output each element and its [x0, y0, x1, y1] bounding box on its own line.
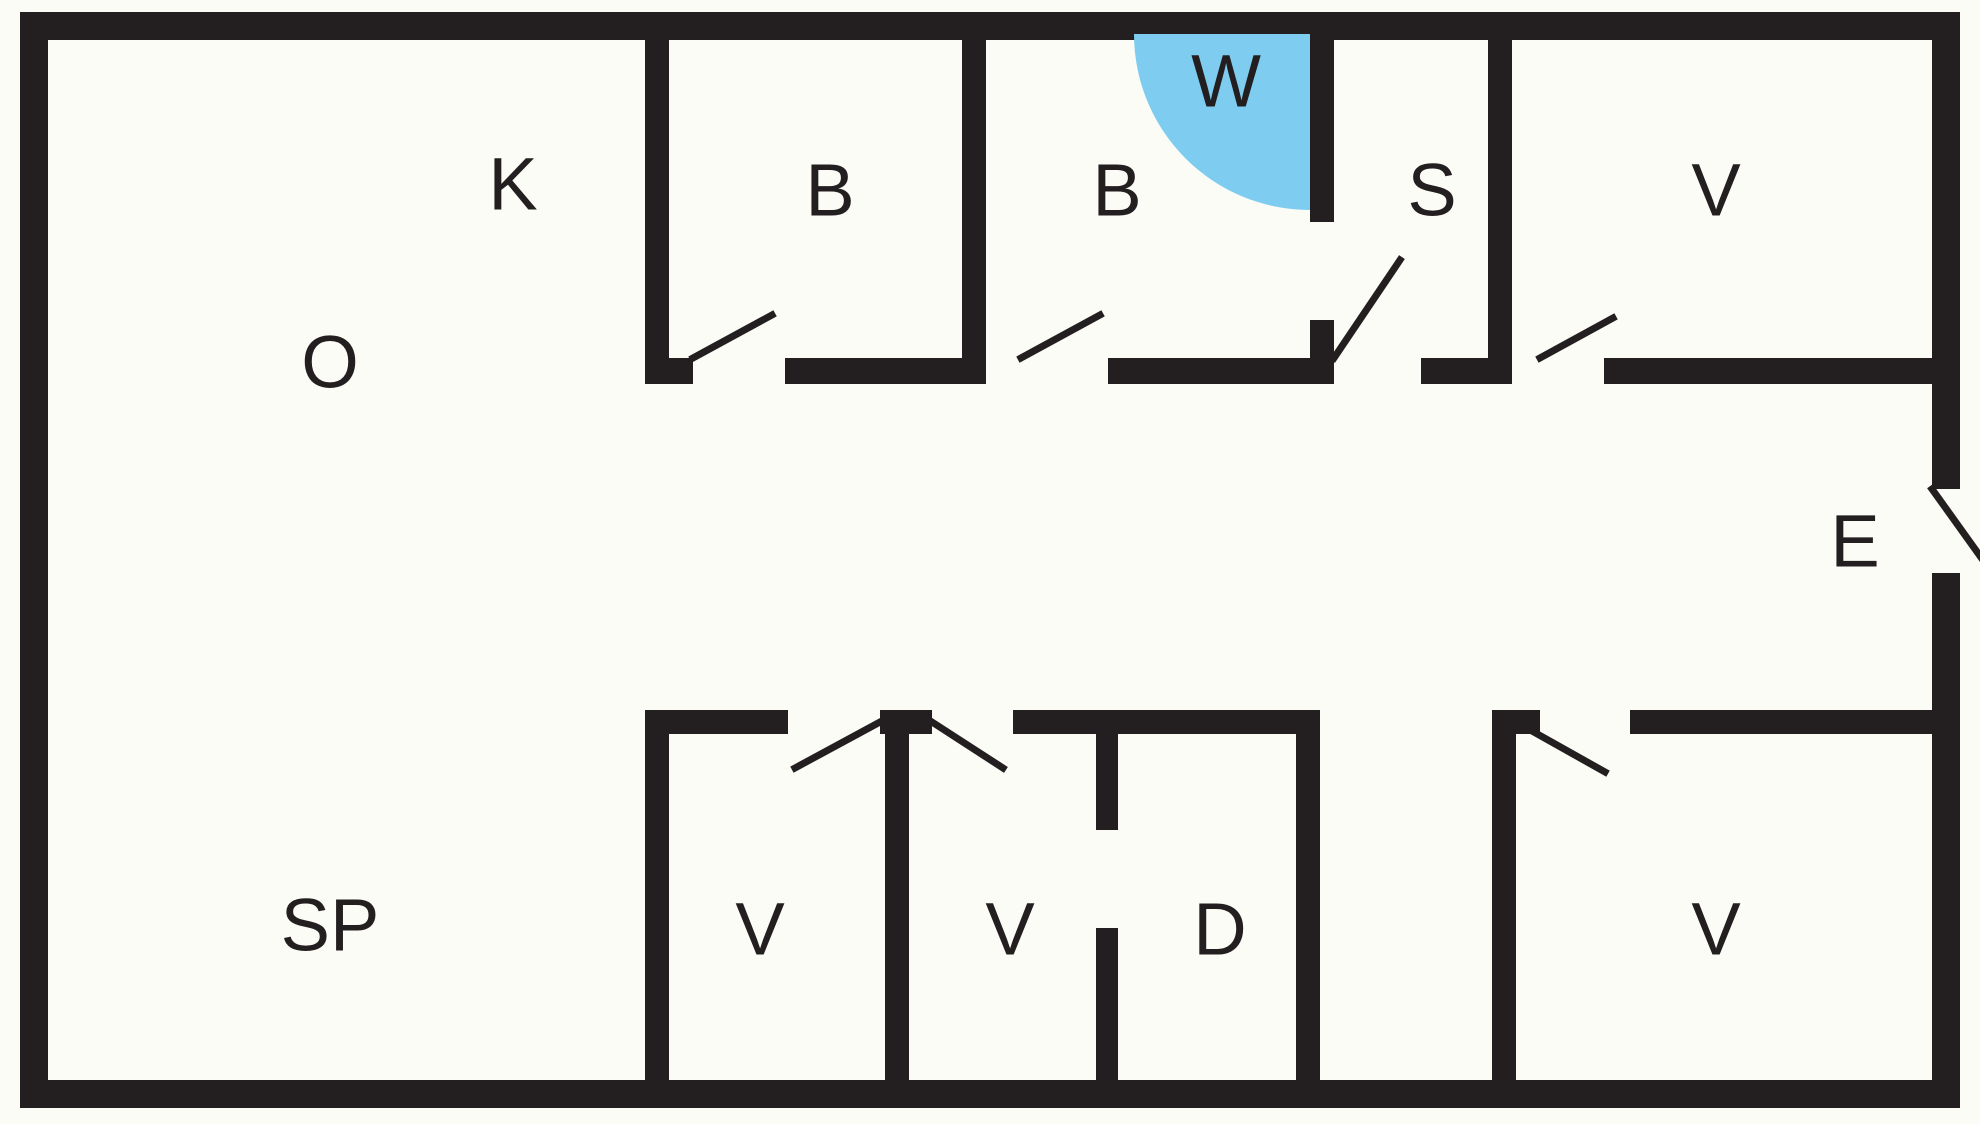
- room-label-v-bottom-right: V: [1691, 888, 1741, 971]
- door-swing-v-bottom-mid: [927, 717, 1008, 773]
- partition-sp-vbl: [645, 710, 669, 1080]
- corridor-wall-seg-3: [1108, 358, 1334, 384]
- corridor-wall-seg-2: [785, 358, 986, 384]
- partition-vbm-d-upper: [1096, 710, 1118, 830]
- partition-bleft-bright: [962, 34, 986, 372]
- exterior-wall-right-upper: [1932, 12, 1960, 489]
- room-label-k: K: [488, 143, 537, 226]
- room-label-b-right: B: [1092, 149, 1141, 232]
- wet-zone-w-shape: [1134, 34, 1310, 210]
- lower-wall-seg-2: [880, 710, 932, 734]
- corridor-wall-seg-5: [1604, 358, 1960, 384]
- lower-wall-seg-3: [1013, 710, 1320, 734]
- corridor-wall-seg-4: [1421, 358, 1512, 384]
- room-label-sp: SP: [281, 884, 380, 967]
- partition-k-bleft: [645, 34, 669, 372]
- room-label-s: S: [1407, 149, 1456, 232]
- room-label-b-left: B: [805, 149, 854, 232]
- partition-d-right: [1296, 710, 1320, 1080]
- partition-vbm-d-lower: [1096, 928, 1118, 1080]
- outer-walls: [20, 12, 1960, 1108]
- exterior-wall-right-lower: [1932, 573, 1960, 1108]
- room-labels: O K B B W S V E SP V V D V: [281, 40, 1880, 971]
- door-swing-v-top-right: [1535, 313, 1618, 363]
- lower-wall-seg-1: [645, 710, 788, 734]
- partition-s-v: [1488, 34, 1512, 372]
- partition-vbl-vbm: [885, 710, 909, 1080]
- corridor-wall-seg-1: [645, 358, 693, 384]
- door-swing-v-bottom-right: [1511, 717, 1610, 777]
- lower-interior-walls: [645, 710, 1960, 1080]
- door-swing-entrance: [1927, 484, 1980, 563]
- partition-bright-s-upper: [1310, 34, 1334, 222]
- room-label-d: D: [1193, 888, 1246, 971]
- room-label-v-bottom-left: V: [735, 888, 785, 971]
- room-label-v-bottom-mid: V: [985, 888, 1035, 971]
- door-swing-v-bottom-left: [790, 717, 885, 773]
- partition-vbr-left: [1492, 710, 1516, 1080]
- door-swing-s: [1329, 255, 1405, 363]
- door-swing-b-left: [688, 310, 777, 363]
- upper-interior-walls: [645, 34, 1960, 384]
- lower-wall-seg-5: [1630, 710, 1960, 734]
- room-label-o: O: [301, 321, 359, 404]
- room-label-entrance-e: E: [1830, 500, 1879, 583]
- door-swing-b-right: [1016, 310, 1105, 363]
- room-label-v-top-right: V: [1691, 149, 1741, 232]
- exterior-wall-top: [20, 12, 1960, 40]
- room-label-w: W: [1191, 40, 1261, 123]
- door-swings: [688, 255, 1980, 777]
- exterior-wall-left: [20, 12, 48, 1108]
- exterior-wall-bottom: [20, 1080, 1960, 1108]
